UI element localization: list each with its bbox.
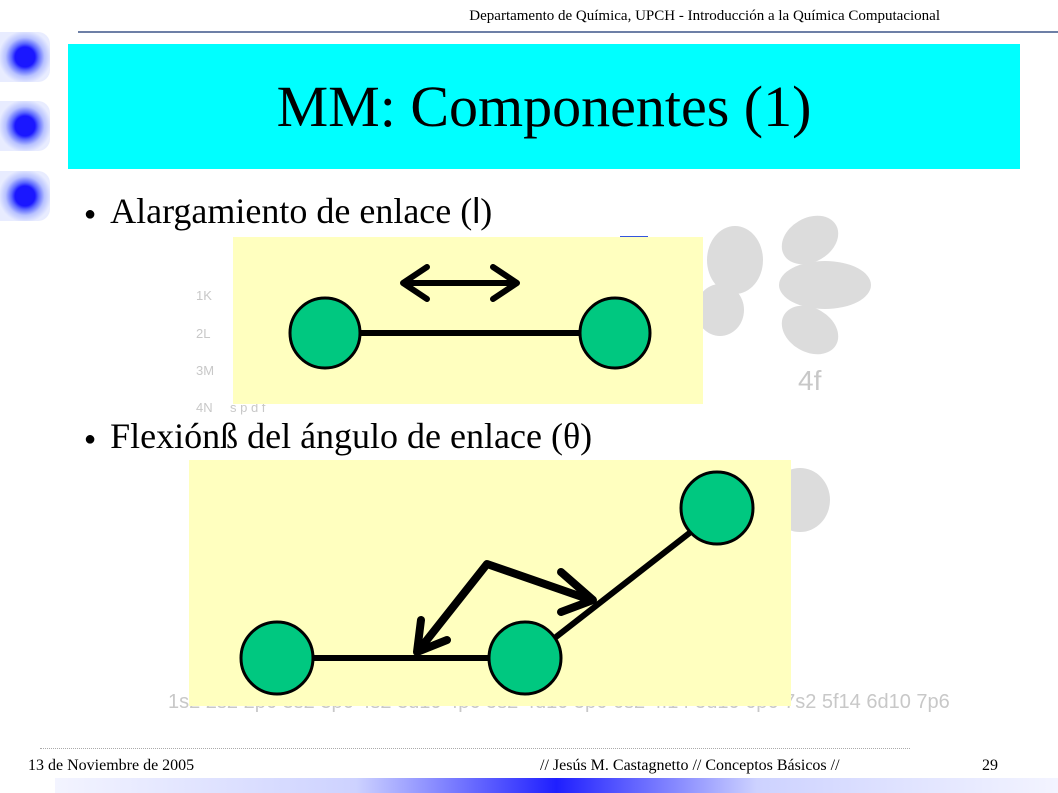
bullet-text-suffix: ) xyxy=(480,191,493,231)
bottom-gradient-band xyxy=(55,778,1058,793)
bend-arrow-icon xyxy=(413,560,597,656)
nav-square-2[interactable] xyxy=(0,101,50,151)
footer-rule xyxy=(40,748,910,750)
bullet-dot-icon: ● xyxy=(84,428,97,451)
header-text: Departamento de Química, UPCH - Introduc… xyxy=(469,8,940,24)
bullet-dot-icon: ● xyxy=(84,203,97,226)
header-rule xyxy=(78,31,1058,33)
atom-left xyxy=(288,296,362,370)
nav-square-3[interactable] xyxy=(0,171,50,221)
shell-label: 2L xyxy=(196,326,210,341)
slide-title: MM: Componentes (1) xyxy=(276,74,812,139)
footer-author: // Jesús M. Castagnetto // Conceptos Bás… xyxy=(540,757,840,774)
shell-label: 1K xyxy=(196,288,212,303)
angle-bend-diagram xyxy=(239,470,755,696)
bond-line-diagonal xyxy=(527,507,721,661)
title-bar: MM: Componentes (1) xyxy=(68,44,1020,169)
atom-center xyxy=(487,620,563,696)
bullet-text: Flexiónß del ángulo de enlace (θ) xyxy=(110,416,593,456)
atom-left xyxy=(239,620,315,696)
bullet-angle-bend: ● Flexiónß del ángulo de enlace (θ) xyxy=(84,415,592,457)
page-number: 29 xyxy=(982,757,998,774)
angle-bend-panel xyxy=(189,460,791,706)
bond-stretch-panel xyxy=(233,237,703,404)
nav-square-1[interactable] xyxy=(0,32,50,82)
bullet-text: Alargamiento de enlace ( xyxy=(110,191,473,231)
double-arrow-icon xyxy=(400,264,520,302)
orbital-lobes-icon xyxy=(696,215,871,532)
orbital-label: 4f xyxy=(798,365,822,396)
bullet-bond-stretch: ● Alargamiento de enlace (l) xyxy=(84,190,492,232)
shell-label: 3M xyxy=(196,363,214,378)
shell-labels: 1K 2L 3M 4N s p d f xyxy=(196,288,266,415)
bond-stretch-diagram xyxy=(288,264,652,370)
atom-right xyxy=(578,296,652,370)
bond-length-symbol: l xyxy=(472,190,481,231)
atom-top-right xyxy=(679,470,755,546)
footer-date: 13 de Noviembre de 2005 xyxy=(28,757,195,774)
shell-label: 4N xyxy=(196,400,213,415)
